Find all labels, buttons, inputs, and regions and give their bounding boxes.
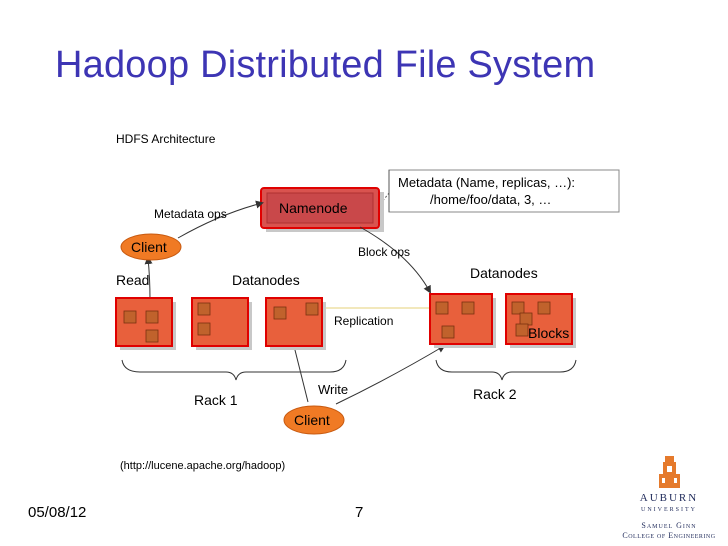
tower-icon <box>659 456 680 488</box>
rack2-label: Rack 2 <box>473 386 517 402</box>
metadata-ops-arrow <box>177 200 264 239</box>
datanode-r1-1 <box>115 297 176 350</box>
read-arrow <box>144 256 153 301</box>
blocks-label: Blocks <box>528 325 570 341</box>
datanode-r2-1 <box>429 293 496 348</box>
logo-name: AUBURN <box>639 492 699 504</box>
write-arrow-right <box>335 344 446 405</box>
rack1-label: Rack 1 <box>194 392 238 408</box>
rack1-brace <box>121 359 347 381</box>
footer-date: 05/08/12 <box>28 504 87 521</box>
page-number: 7 <box>355 504 364 521</box>
datanode-r2-2 <box>505 293 576 348</box>
client-top-ellipse <box>120 233 182 261</box>
metadata-line2: /home/foo/data, 3, … <box>430 192 552 207</box>
namenode-label: Namenode <box>279 200 348 216</box>
metadata-line1: Metadata (Name, replicas, …): <box>398 175 576 190</box>
source-citation: (http://lucene.apache.org/hadoop) <box>120 460 286 472</box>
client-top-label: Client <box>131 239 167 255</box>
datanodes-right-label: Datanodes <box>470 265 538 281</box>
logo-college-2: College of Engineering <box>622 531 716 540</box>
datanode-r1-3 <box>265 297 326 350</box>
logo-sub: UNIVERSITY <box>641 507 697 513</box>
client-bottom-label: Client <box>294 412 330 428</box>
datanodes-left-label: Datanodes <box>232 272 300 288</box>
read-label: Read <box>116 272 150 288</box>
auburn-logo: AUBURN UNIVERSITY Samuel Ginn College of… <box>610 452 728 546</box>
metadata-box <box>388 169 620 213</box>
rack2-brace <box>435 359 577 381</box>
datanode-r1-2 <box>191 297 252 350</box>
replication-label: Replication <box>334 314 394 328</box>
logo-college-1: Samuel Ginn <box>641 521 697 530</box>
block-ops-label: Block ops <box>358 245 411 259</box>
write-label: Write <box>318 382 349 397</box>
block-ops-arrow <box>359 226 431 294</box>
diagram-heading: HDFS Architecture <box>116 132 216 146</box>
client-bottom-ellipse <box>283 405 345 435</box>
slide-title: Hadoop Distributed File System <box>55 44 596 86</box>
metadata-ops-label: Metadata ops <box>154 207 227 221</box>
